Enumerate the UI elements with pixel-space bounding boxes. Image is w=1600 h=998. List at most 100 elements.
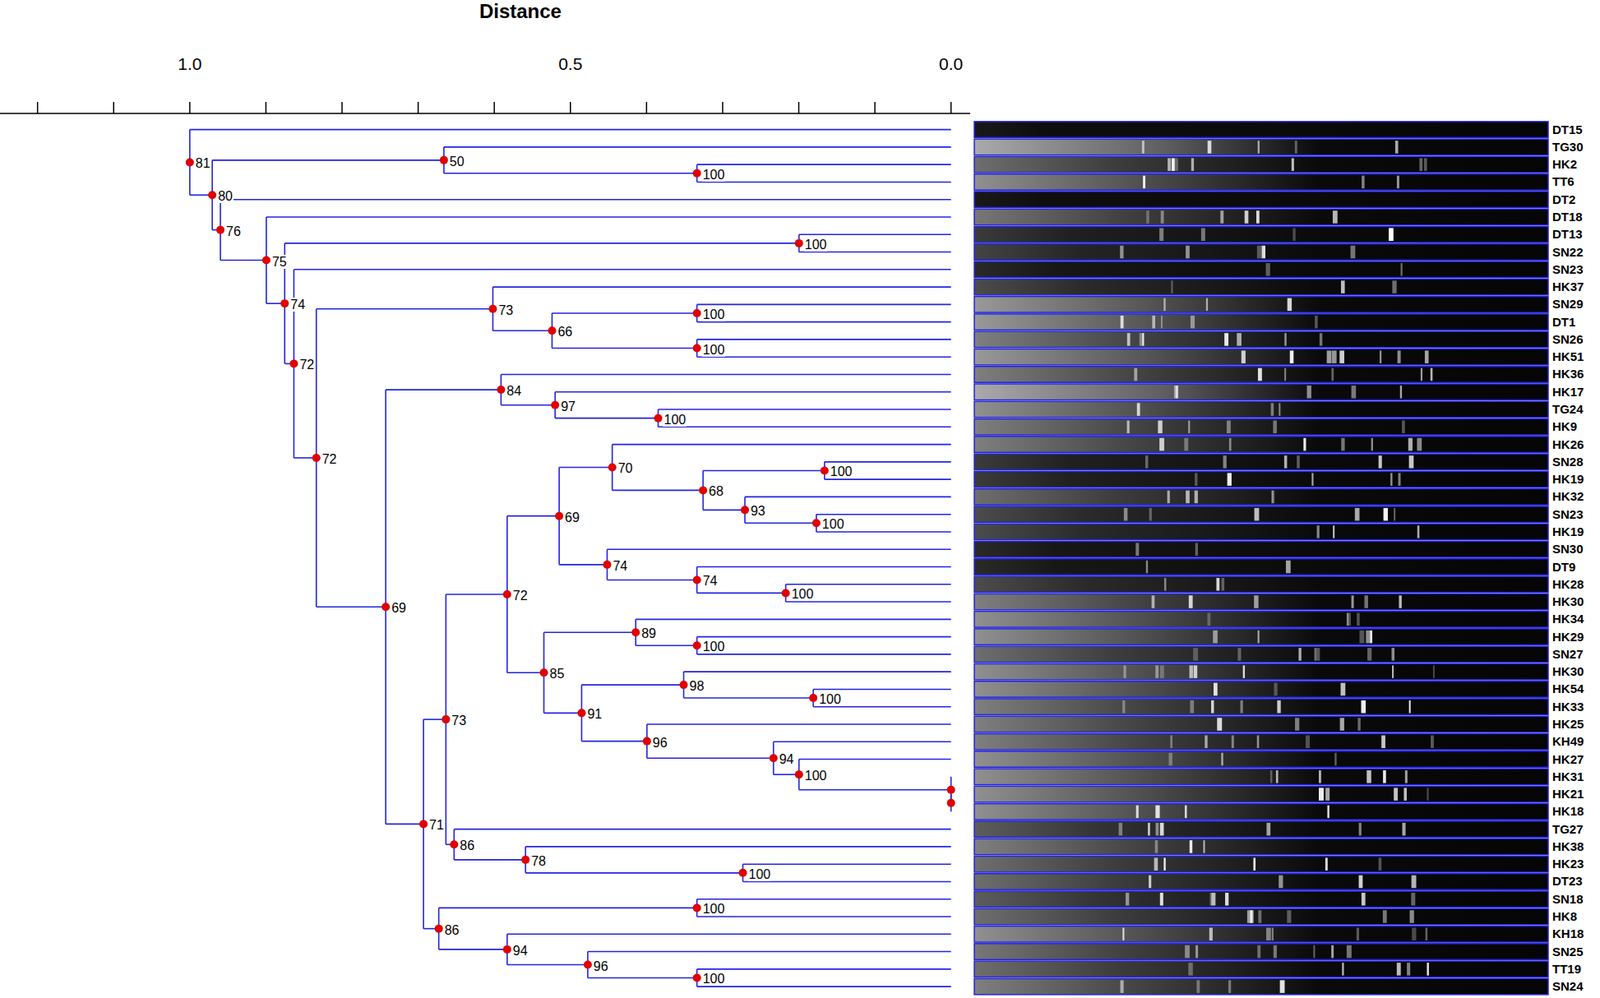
gel-band [1389, 228, 1394, 242]
gel-band [1314, 647, 1318, 662]
branch-line [189, 129, 952, 131]
gel-lane [974, 593, 1549, 611]
gel-lane [974, 506, 1549, 523]
gel-band [1127, 420, 1130, 435]
gel-band [1202, 840, 1205, 854]
node-dot [693, 169, 702, 178]
gel-lane [974, 628, 1549, 646]
lane-border [974, 681, 1549, 699]
strain-label: HK21 [1552, 786, 1584, 802]
strain-label: DT13 [1552, 226, 1583, 242]
gel-band [1207, 140, 1212, 154]
axis-tick [873, 101, 876, 114]
branch-line [606, 579, 697, 582]
lane-border [974, 436, 1549, 454]
branch-line [799, 251, 952, 254]
branch-line [786, 583, 952, 586]
branch-line [612, 490, 703, 492]
gel-band [1391, 665, 1394, 679]
bootstrap-value: 69 [564, 510, 581, 525]
bootstrap-value: 50 [448, 154, 466, 169]
branch-line [453, 828, 951, 831]
bootstrap-value: 94 [778, 752, 796, 767]
strain-label: HK18 [1552, 804, 1584, 819]
axis-tick [36, 101, 39, 114]
gel-band [1270, 770, 1272, 784]
gel-band [1213, 683, 1218, 697]
strain-label: HK33 [1552, 699, 1584, 715]
lane-border [974, 314, 1549, 331]
gel-band [1341, 962, 1344, 976]
bootstrap-value: 73 [450, 713, 468, 728]
gel-lane [974, 768, 1549, 786]
gel-band [1160, 892, 1164, 907]
strain-label: HK23 [1552, 856, 1584, 872]
gel-band [1340, 683, 1346, 697]
lane-border [974, 663, 1549, 680]
gel-band [1157, 420, 1162, 435]
bootstrap-value: 97 [559, 399, 577, 414]
strain-label: HK34 [1552, 611, 1584, 627]
branch-line [551, 312, 697, 315]
gel-band [1284, 332, 1286, 347]
gel-band [1231, 735, 1235, 750]
branch-line [220, 259, 267, 262]
node-dot [679, 680, 689, 690]
branch-line [525, 846, 952, 848]
bootstrap-value: 76 [225, 224, 242, 239]
branch-line [492, 286, 951, 288]
gel-lane [974, 873, 1549, 891]
gel-band [1313, 945, 1315, 959]
strain-label: HK27 [1552, 752, 1584, 768]
gel-lane [974, 681, 1549, 699]
gel-band [1303, 438, 1306, 452]
strain-label: DT2 [1552, 192, 1576, 208]
branch-line [385, 823, 424, 826]
gel-band [1151, 595, 1156, 609]
gel-band [1280, 980, 1286, 994]
gel-band [1298, 647, 1301, 662]
gel-band [1146, 560, 1148, 574]
branch-line [443, 146, 952, 148]
bootstrap-value: 96 [652, 735, 669, 750]
strain-label: HK32 [1552, 489, 1584, 505]
lane-border [974, 366, 1549, 384]
strain-label: TG27 [1552, 822, 1584, 837]
strain-label: SN24 [1552, 979, 1584, 995]
gel-band [1346, 613, 1349, 627]
branch-line [445, 593, 507, 596]
lane-border [974, 261, 1549, 278]
gel-band [1159, 228, 1164, 242]
bootstrap-value: 96 [592, 959, 610, 974]
axis-tick-label: 0.5 [558, 54, 583, 74]
gel-band [1424, 157, 1428, 172]
gel-lane [974, 208, 1549, 226]
gel-band [1257, 735, 1260, 750]
node-dot [769, 753, 778, 763]
branch-line [697, 338, 952, 341]
node-dot [642, 737, 652, 746]
gel-band [1378, 857, 1383, 871]
gel-band [1155, 840, 1159, 854]
branch-line [697, 566, 952, 569]
gel-band [1237, 647, 1241, 662]
gel-band [1351, 595, 1355, 609]
branch-line [657, 408, 951, 411]
gel-band [1364, 595, 1368, 609]
bootstrap-value: 100 [818, 692, 842, 707]
strain-label: SN26 [1552, 332, 1584, 347]
gel-band [1331, 368, 1334, 382]
branch-line [581, 740, 647, 743]
branch-line [702, 509, 745, 512]
gel-lane [974, 366, 1549, 384]
gel-band [1163, 857, 1166, 871]
axis-tick [113, 101, 116, 114]
bootstrap-value: 70 [617, 461, 634, 476]
lane-border [974, 523, 1549, 541]
gel-lane [974, 804, 1549, 821]
gel-band [1159, 438, 1165, 452]
gel-band [1327, 805, 1329, 819]
gel-band [1397, 350, 1402, 364]
gel-band [1254, 508, 1260, 522]
branch-line [554, 391, 952, 394]
